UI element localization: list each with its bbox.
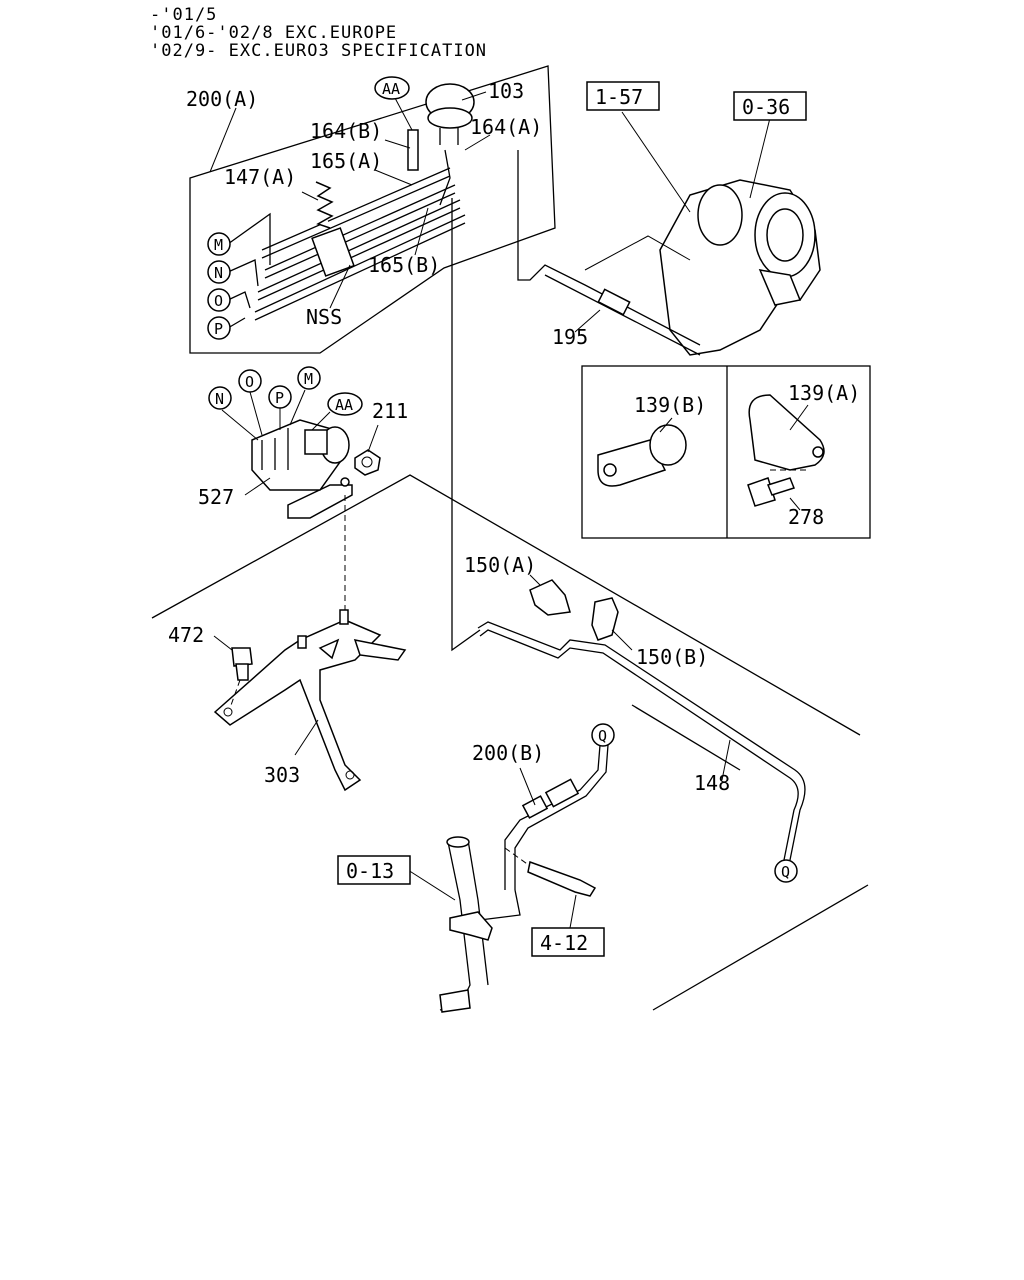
clamp-139a [748,394,825,471]
leader-1-57 [621,111,691,213]
ref-1-57: 1-57 [595,85,643,109]
vsv-leader-lines [221,389,379,496]
connector-o-top-label: O [214,292,223,310]
bracket-303 [213,609,407,792]
connector-m-vsv[interactable]: M [297,366,321,390]
connector-o-vsv[interactable]: O [238,369,262,393]
clip-150b [591,597,633,651]
connector-o-vsv-label: O [245,373,254,391]
label-165b: 165(B) [368,253,440,277]
label-103: 103 [488,79,524,103]
connector-m-vsv-label: M [304,370,313,388]
label-527: 527 [198,485,234,509]
label-nss: NSS [306,305,342,329]
connector-q-pipe-label: Q [781,863,790,881]
label-211: 211 [372,399,408,423]
mounting-plane [151,198,869,1011]
clamp-139b [597,417,687,487]
label-139a: 139(A) [788,381,860,405]
connector-o-top[interactable]: O [207,288,231,312]
label-164b: 164(B) [310,119,382,143]
connector-n-vsv-label: N [215,390,224,408]
leader-lines [209,91,491,309]
label-303: 303 [264,763,300,787]
connector-q-hose[interactable]: Q [591,723,615,747]
label-150b: 150(B) [636,645,708,669]
label-200a: 200(A) [186,87,258,111]
connector-aa-vsv-label: AA [335,396,353,414]
connector-aa-vsv[interactable]: AA [327,392,363,416]
ref-4-12: 4-12 [540,931,588,955]
connector-m-top-label: M [214,236,223,254]
header-line-2: '01/6-'02/8 EXC.EUROPE [150,23,397,43]
connector-q-hose-label: Q [598,727,607,745]
label-195: 195 [552,325,588,349]
pipe-m-to-p-leads [227,212,271,329]
clamp-detail-box [581,365,871,539]
ref-box-0-13[interactable] [337,855,411,885]
oil-level-gauge-pipe [439,836,493,1013]
ref-0-36: 0-36 [742,95,790,119]
connector-m-top[interactable]: M [207,232,231,256]
ref-box-0-36[interactable] [733,91,807,121]
ref-box-4-12[interactable] [531,927,605,957]
leader-0-13 [407,869,456,901]
vsv-527 [251,419,353,519]
header-line-3: '02/9- EXC.EURO3 SPECIFICATION [150,41,487,61]
label-200b: 200(B) [472,741,544,765]
connector-n-top-label: N [214,264,223,282]
label-164a: 164(A) [470,115,542,139]
connector-aa-top-label: AA [382,80,400,98]
connector-n-vsv[interactable]: N [208,386,232,410]
vacuum-actuator-103 [425,83,475,145]
label-148: 148 [694,771,730,795]
header-line-1: -'01/5 [150,5,217,25]
clip-150a [529,574,571,616]
connector-p-top[interactable]: P [207,316,231,340]
connector-n-top[interactable]: N [207,260,231,284]
nut-211 [354,449,381,476]
connector-q-pipe[interactable]: Q [774,859,798,883]
connector-4-12 [504,847,597,929]
hose-assembly-panel [189,65,556,354]
label-139b: 139(B) [634,393,706,417]
connector-p-top-label: P [214,320,223,338]
leader-0-36 [749,117,771,199]
label-147a: 147(A) [224,165,296,189]
connector-p-vsv[interactable]: P [268,385,292,409]
connector-aa-top[interactable]: AA [374,76,410,100]
hose-195 [517,150,701,356]
bolt-472 [213,635,253,709]
label-472: 472 [168,623,204,647]
bolt-278 [747,477,801,511]
clip-147a [315,181,334,229]
connector-p-vsv-label: P [275,389,284,407]
label-278: 278 [788,505,824,529]
vacuum-hoses [254,129,466,321]
ref-0-13: 0-13 [346,859,394,883]
pipe-148 [477,621,806,861]
label-165a: 165(A) [310,149,382,173]
ref-box-1-57[interactable] [586,81,660,111]
label-150a: 150(A) [464,553,536,577]
turbocharger-assembly [659,179,821,356]
